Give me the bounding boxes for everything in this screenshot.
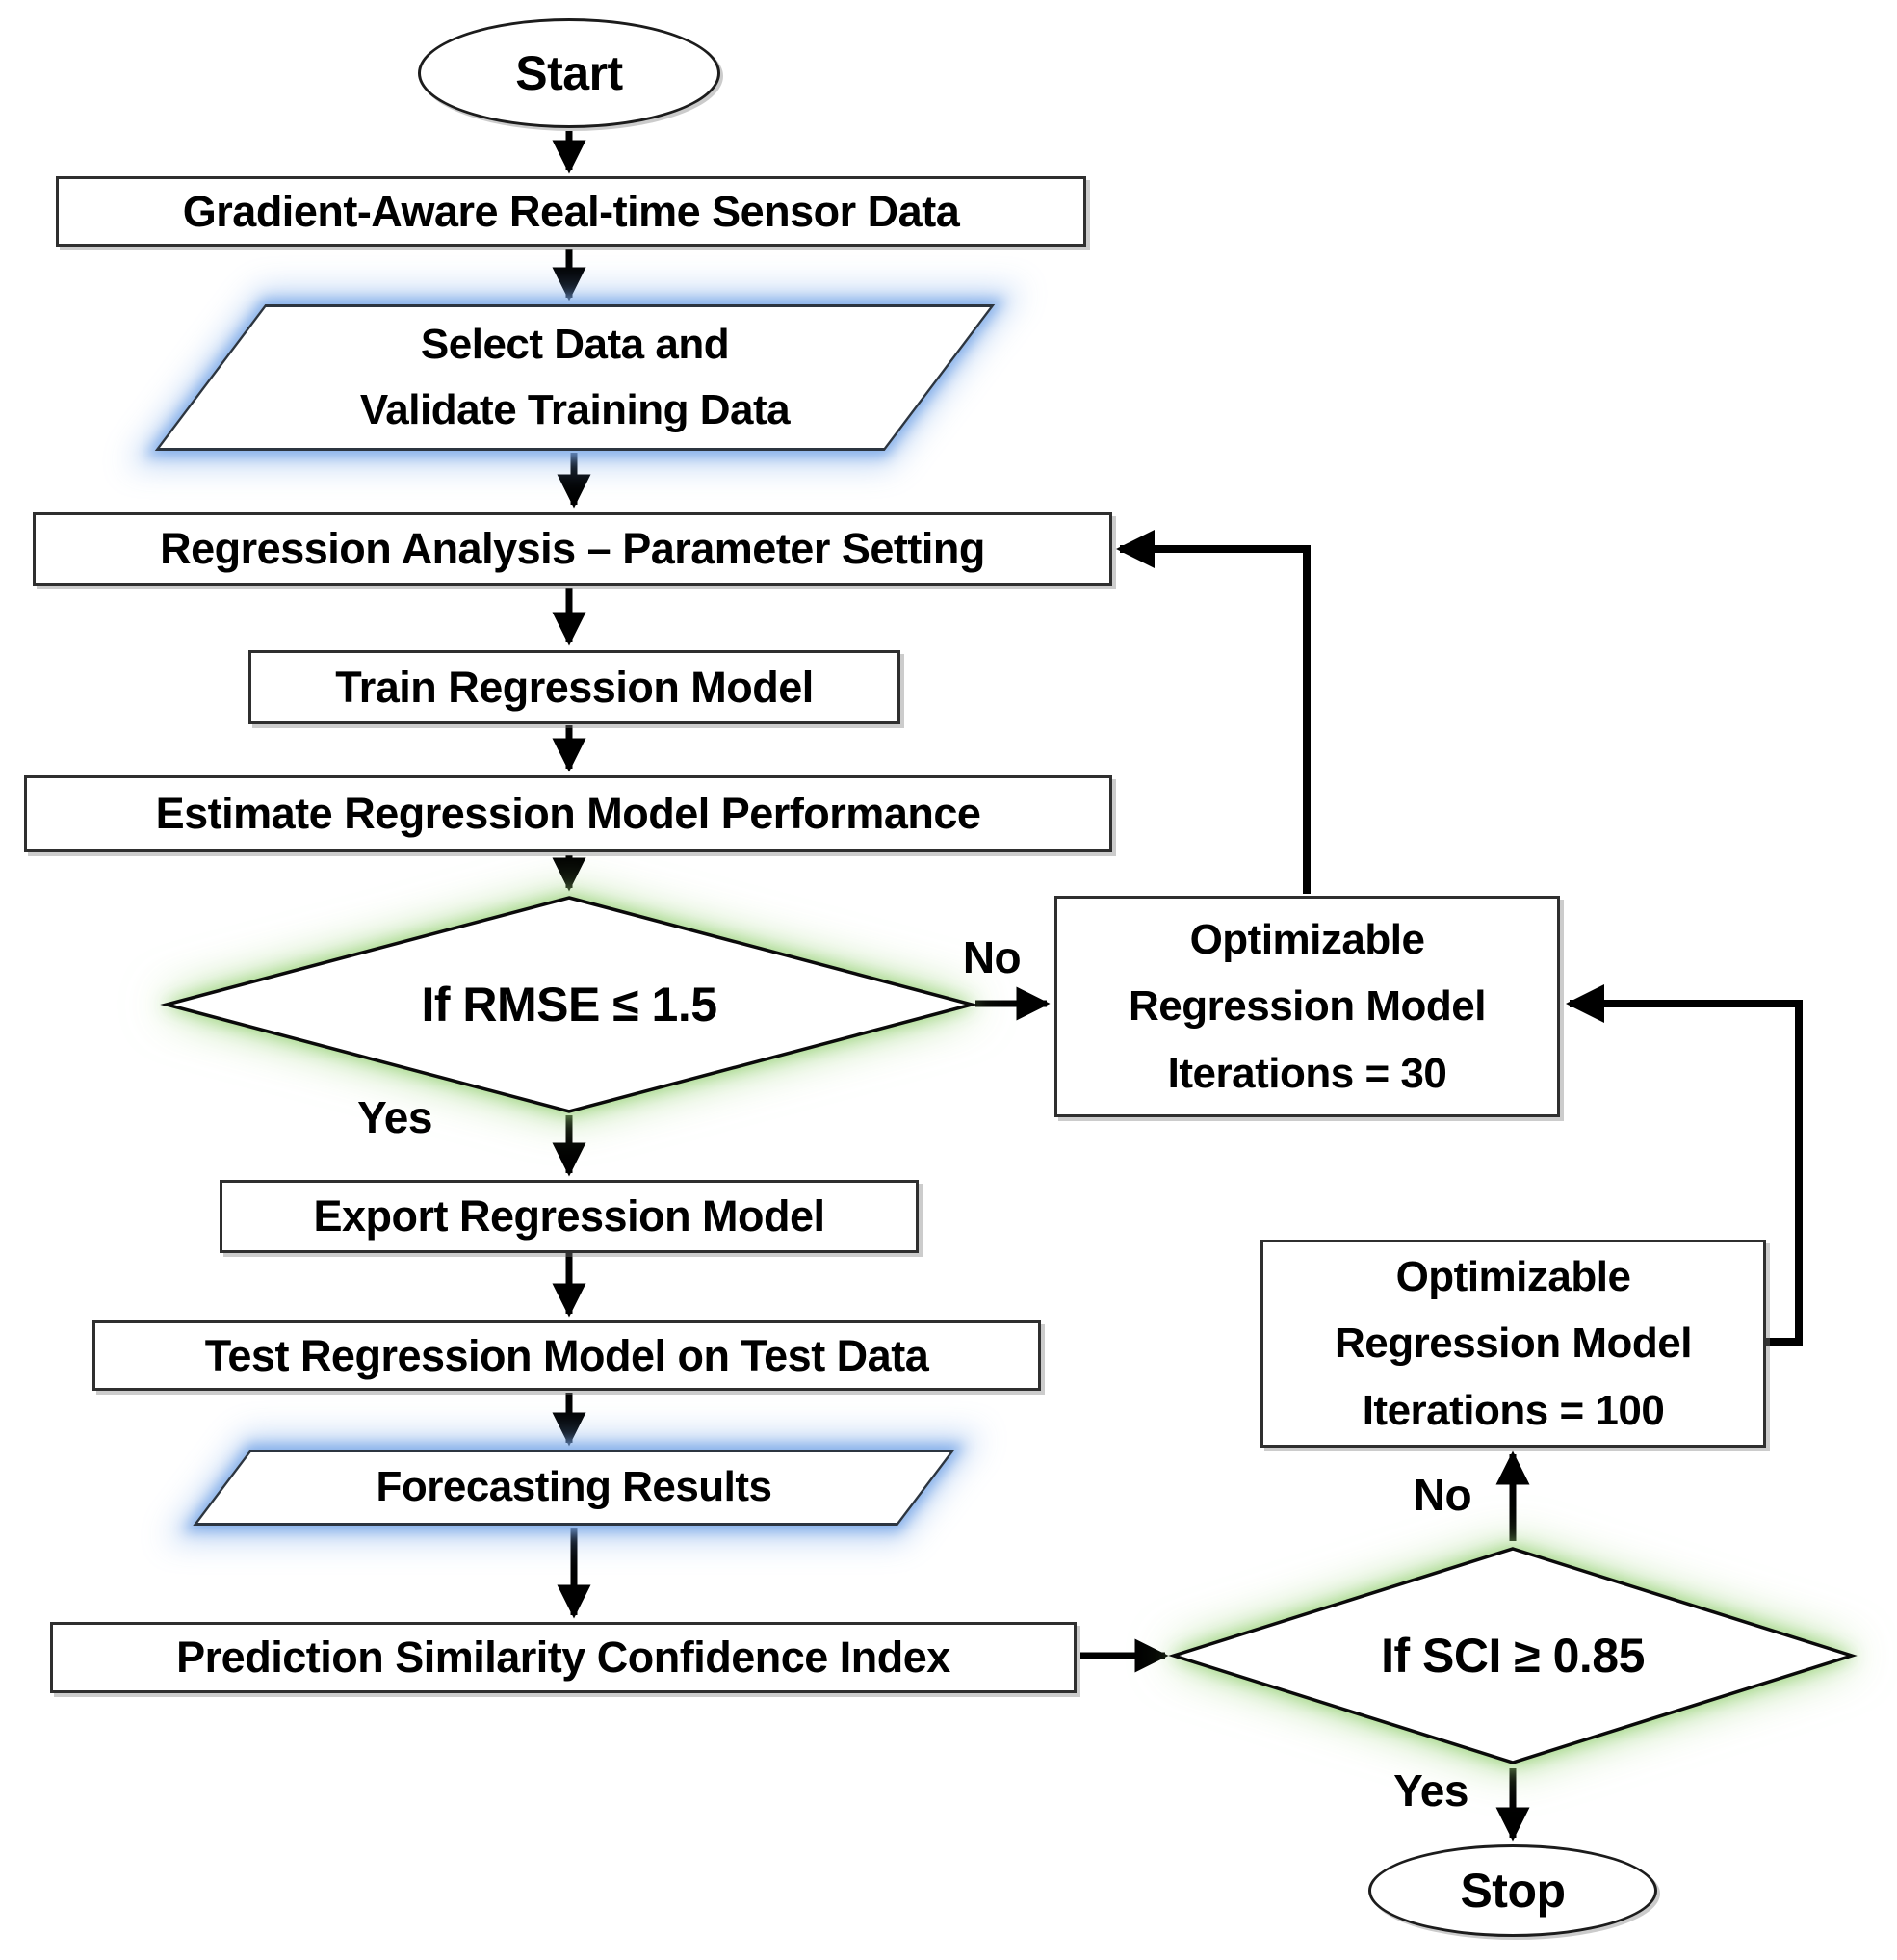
node-optimizable-100-line2: Regression Model — [1335, 1320, 1692, 1368]
node-train-model-label: Train Regression Model — [335, 662, 814, 712]
node-start-label: Start — [515, 46, 623, 100]
node-optimizable-100: Optimizable Regression Model Iterations … — [1260, 1240, 1766, 1448]
edge-label-rmse-yes: Yes — [357, 1092, 432, 1142]
node-test-model: Test Regression Model on Test Data — [92, 1320, 1041, 1391]
loop-opt100-to-opt30 — [1566, 984, 1803, 1346]
node-estimate-performance: Estimate Regression Model Performance — [24, 775, 1112, 852]
node-optimizable-30-line2: Regression Model — [1129, 982, 1486, 1031]
node-forecasting-results-label: Forecasting Results — [376, 1463, 772, 1511]
node-rmse-decision: If RMSE ≤ 1.5 — [160, 896, 978, 1113]
node-test-model-label: Test Regression Model on Test Data — [204, 1330, 929, 1380]
node-sensor-data: Gradient-Aware Real-time Sensor Data — [56, 176, 1086, 247]
node-start: Start — [418, 18, 720, 128]
node-sci-decision-label: If SCI ≥ 0.85 — [1381, 1629, 1645, 1683]
node-regression-analysis: Regression Analysis – Parameter Setting — [33, 512, 1112, 586]
node-select-validate-line1: Select Data and — [420, 320, 730, 368]
edge-label-sci-yes: Yes — [1393, 1765, 1468, 1816]
node-confidence-index: Prediction Similarity Confidence Index — [50, 1622, 1077, 1693]
node-forecasting-results: Forecasting Results — [193, 1450, 955, 1526]
node-export-model-label: Export Regression Model — [313, 1191, 825, 1241]
loop-opt30-to-regression — [1116, 530, 1311, 894]
node-rmse-decision-label: If RMSE ≤ 1.5 — [421, 978, 717, 1032]
node-select-validate-line2: Validate Training Data — [359, 386, 791, 433]
node-optimizable-100-line1: Optimizable — [1395, 1252, 1631, 1300]
node-optimizable-100-line3: Iterations = 100 — [1362, 1386, 1665, 1434]
diamond-shape — [160, 896, 978, 1113]
node-sensor-data-label: Gradient-Aware Real-time Sensor Data — [182, 186, 960, 236]
node-optimizable-30-line1: Optimizable — [1189, 915, 1425, 963]
edge-label-sci-no: No — [1413, 1470, 1472, 1520]
node-optimizable-30-line3: Iterations = 30 — [1167, 1049, 1447, 1097]
edge-label-rmse-no: No — [962, 932, 1022, 982]
node-stop-label: Stop — [1460, 1864, 1566, 1918]
node-confidence-index-label: Prediction Similarity Confidence Index — [176, 1633, 950, 1682]
node-optimizable-30: Optimizable Regression Model Iterations … — [1054, 896, 1560, 1117]
node-train-model: Train Regression Model — [248, 650, 900, 724]
node-select-validate: Select Data and Validate Training Data — [154, 304, 996, 451]
diamond-shape — [1168, 1547, 1858, 1764]
node-sci-decision: If SCI ≥ 0.85 — [1168, 1547, 1858, 1764]
node-regression-analysis-label: Regression Analysis – Parameter Setting — [160, 524, 985, 573]
node-stop: Stop — [1368, 1844, 1657, 1937]
node-estimate-performance-label: Estimate Regression Model Performance — [155, 789, 981, 838]
node-export-model: Export Regression Model — [220, 1180, 919, 1253]
